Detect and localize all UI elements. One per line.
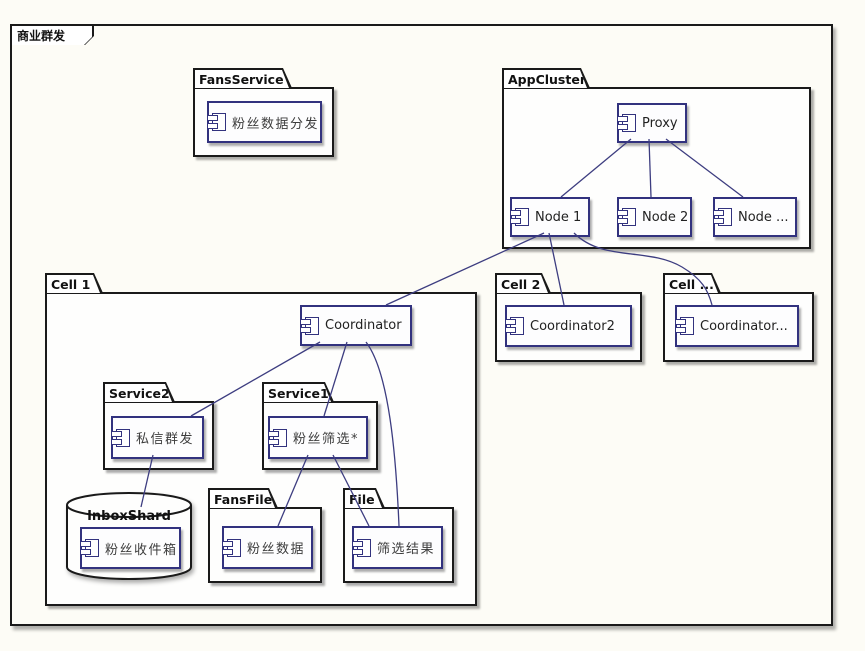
package-tab-cell-more[interactable]: Cell ... — [663, 273, 721, 293]
package-label: FansService — [199, 71, 284, 87]
component-coordinator-more[interactable]: Coordinator... — [675, 305, 799, 347]
component-icon — [352, 538, 371, 557]
component-icon — [111, 428, 130, 447]
database-label: InboxShard — [87, 509, 171, 524]
component-label: 私信群发 — [136, 432, 195, 447]
package-label: File — [349, 491, 375, 507]
component-private-msg[interactable]: 私信群发 — [111, 416, 204, 459]
package-label: FansFile — [214, 491, 273, 507]
component-icon — [300, 316, 319, 335]
component-label: Node 2 — [642, 209, 689, 225]
package-tab-fansservice[interactable]: FansService — [193, 68, 292, 88]
component-icon — [675, 317, 694, 335]
component-icon — [713, 208, 732, 226]
package-tab-service2[interactable]: Service2 — [103, 382, 175, 402]
component-label: Coordinator... — [700, 318, 788, 334]
component-filter-result[interactable]: 筛选结果 — [352, 526, 443, 569]
package-label: Service1 — [268, 385, 329, 401]
component-node1[interactable]: Node 1 — [510, 197, 590, 237]
component-icon — [80, 539, 99, 557]
package-label: AppCluster — [508, 71, 586, 87]
component-icon — [207, 113, 226, 131]
component-label: Node ... — [738, 209, 789, 225]
component-coordinator[interactable]: Coordinator — [300, 305, 412, 346]
component-icon — [617, 114, 636, 132]
component-label: Coordinator2 — [530, 318, 615, 334]
package-tab-appcluster[interactable]: AppCluster — [502, 68, 590, 88]
package-tab-fansfile[interactable]: FansFile — [208, 488, 278, 508]
component-fans-data[interactable]: 粉丝数据 — [222, 526, 313, 569]
diagram-frame — [10, 24, 833, 626]
component-fans-filter[interactable]: 粉丝筛选* — [268, 416, 368, 459]
frame-title-tab: 商业群发 — [10, 24, 94, 45]
component-label: Node 1 — [535, 209, 582, 225]
package-tab-cell2[interactable]: Cell 2 — [495, 273, 551, 293]
component-label: 粉丝筛选* — [293, 432, 360, 447]
component-fans-inbox[interactable]: 粉丝收件箱 — [80, 527, 181, 569]
component-icon — [510, 208, 529, 226]
package-label: Service2 — [109, 385, 170, 401]
package-label: Cell ... — [669, 276, 714, 292]
component-coordinator2[interactable]: Coordinator2 — [505, 305, 632, 347]
component-node2[interactable]: Node 2 — [617, 197, 692, 237]
component-label: Coordinator — [325, 318, 402, 333]
component-icon — [617, 208, 636, 226]
component-label: 粉丝数据分发 — [232, 116, 320, 132]
component-icon — [222, 538, 241, 557]
component-fans-distribute[interactable]: 粉丝数据分发 — [207, 101, 322, 143]
component-proxy[interactable]: Proxy — [617, 103, 687, 143]
component-icon — [268, 428, 287, 447]
component-label: Proxy — [642, 115, 678, 131]
component-label: 粉丝数据 — [247, 542, 306, 557]
package-tab-cell1[interactable]: Cell 1 — [45, 273, 103, 293]
package-label: Cell 1 — [51, 276, 91, 292]
package-label: Cell 2 — [501, 276, 541, 292]
package-tab-service1[interactable]: Service1 — [262, 382, 334, 402]
component-icon — [505, 317, 524, 335]
component-label: 筛选结果 — [377, 542, 436, 557]
component-label: 粉丝收件箱 — [105, 542, 178, 558]
frame-title: 商业群发 — [17, 29, 66, 43]
component-node-more[interactable]: Node ... — [713, 197, 797, 237]
